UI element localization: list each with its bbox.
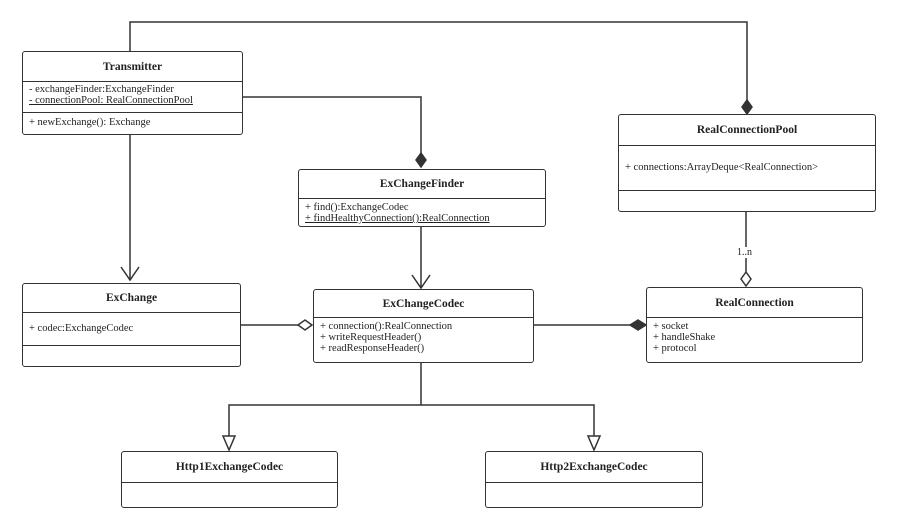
class-http1exchangecodec[interactable]: Http1ExchangeCodec [121, 451, 338, 508]
arrow-open-marker [411, 274, 431, 290]
class-http2exchangecodec[interactable]: Http2ExchangeCodec [485, 451, 703, 508]
method: + find():ExchangeCodec [305, 202, 409, 213]
transmitter-pool-connector [129, 21, 748, 100]
methods-section: + socket + handleShake + protocol [647, 318, 862, 362]
methods-section: + find():ExchangeCodec + findHealthyConn… [299, 199, 545, 226]
method: + newExchange(): Exchange [29, 117, 151, 128]
class-exchangecodec[interactable]: ExChangeCodec + connection():RealConnect… [313, 289, 534, 363]
triangle-open-marker [221, 435, 237, 452]
class-realconnectionpool[interactable]: RealConnectionPool + connections:ArrayDe… [618, 114, 876, 212]
diamond-open-marker [296, 319, 314, 331]
diamond-open-marker [740, 270, 752, 288]
diamond-filled-marker [741, 98, 753, 116]
class-exchange[interactable]: ExChange + codec:ExchangeCodec [22, 283, 241, 367]
body-section [122, 483, 337, 507]
class-name: Transmitter [23, 52, 242, 82]
arrow-open-marker [120, 266, 140, 282]
attribute: + codec:ExchangeCodec [29, 323, 134, 334]
triangle-open-marker [586, 435, 602, 452]
attribute: - connectionPool: RealConnectionPool [29, 95, 193, 106]
diamond-filled-marker [415, 151, 427, 169]
class-name: Http2ExchangeCodec [486, 452, 702, 483]
class-transmitter[interactable]: Transmitter - exchangeFinder:ExchangeFin… [22, 51, 243, 135]
transmitter-finder-connector [243, 96, 422, 153]
method: + socket [653, 321, 689, 332]
method: + findHealthyConnection():RealConnection [305, 213, 490, 224]
class-realconnection[interactable]: RealConnection + socket + handleShake + … [646, 287, 863, 363]
attributes-section: + connections:ArrayDeque<RealConnection> [619, 146, 875, 190]
method: + protocol [653, 343, 697, 354]
attribute: - exchangeFinder:ExchangeFinder [29, 84, 174, 95]
attributes-section: + codec:ExchangeCodec [23, 313, 240, 345]
method: + handleShake [653, 332, 716, 343]
class-name: ExChangeCodec [314, 290, 533, 318]
methods-section [23, 345, 240, 366]
methods-section: + newExchange(): Exchange [23, 112, 242, 134]
body-section [486, 483, 702, 507]
method: + connection():RealConnection [320, 321, 453, 332]
class-name: ExChangeFinder [299, 170, 545, 199]
class-exchangefinder[interactable]: ExChangeFinder + find():ExchangeCodec + … [298, 169, 546, 227]
class-name: RealConnectionPool [619, 115, 875, 146]
codec-generalization-branch [228, 404, 595, 436]
class-name: RealConnection [647, 288, 862, 318]
method: + readResponseHeader() [320, 343, 425, 354]
diamond-filled-marker [628, 319, 648, 331]
attributes-section: - exchangeFinder:ExchangeFinder - connec… [23, 82, 242, 112]
attribute: + connections:ArrayDeque<RealConnection> [625, 162, 818, 173]
multiplicity-label: 1..n [736, 247, 753, 258]
methods-section [619, 190, 875, 211]
method: + writeRequestHeader() [320, 332, 422, 343]
class-name: Http1ExchangeCodec [122, 452, 337, 483]
class-name: ExChange [23, 284, 240, 313]
methods-section: + connection():RealConnection + writeReq… [314, 318, 533, 362]
